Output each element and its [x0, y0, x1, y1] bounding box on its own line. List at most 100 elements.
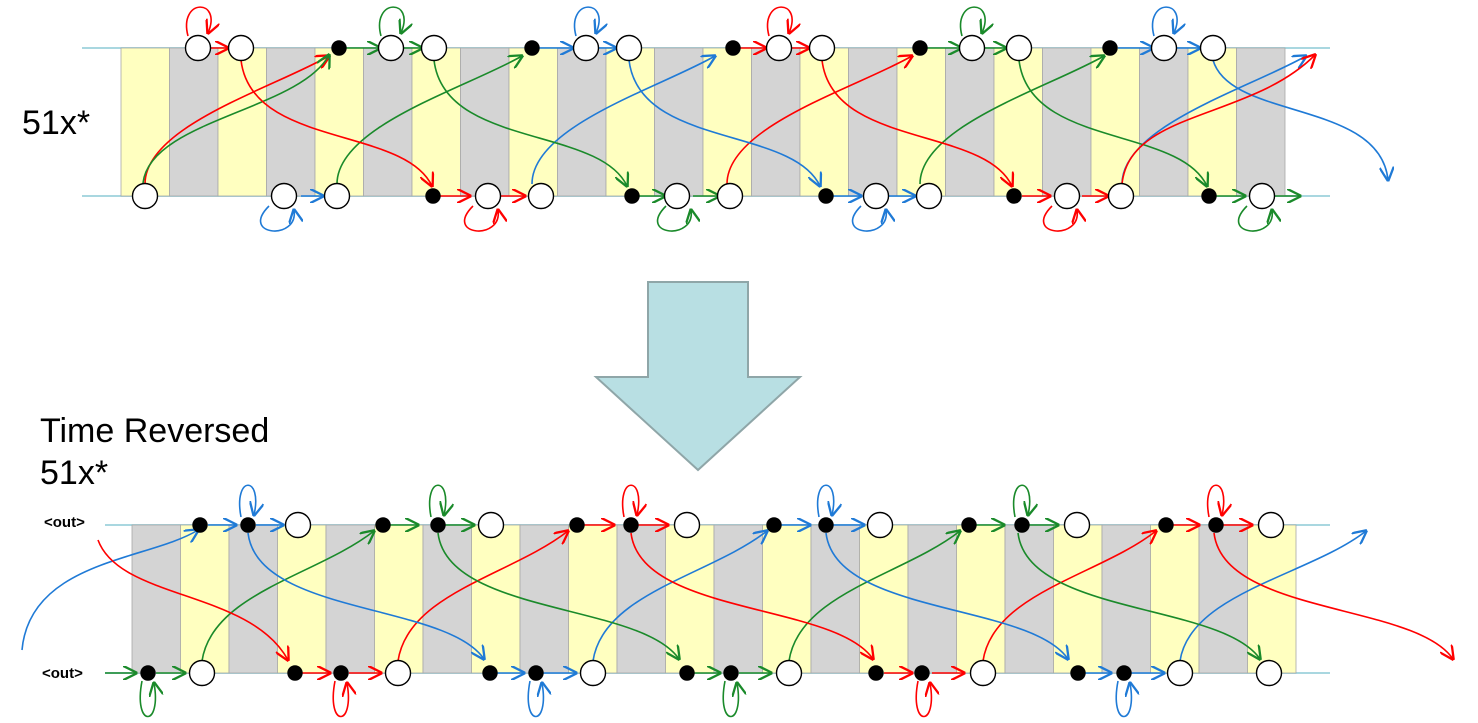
top-band-gray [169, 47, 219, 197]
top-arrow-r [726, 56, 912, 185]
bottom-arrow-g [1012, 484, 1030, 517]
top-state-filled [818, 188, 834, 204]
bottom-state-filled [375, 517, 391, 533]
bottom-arrow-b [816, 484, 834, 517]
top-state-open [270, 182, 298, 210]
bottom-state-filled [818, 517, 834, 533]
bottom-arrow-g [788, 531, 960, 662]
bottom-state-filled [623, 517, 639, 533]
top-band-yellow [993, 47, 1043, 197]
bottom-state-filled [961, 517, 977, 533]
bottom-state-filled [482, 665, 498, 681]
bottom-band-yellow [1150, 524, 1200, 674]
top-strip-nodes [131, 34, 1276, 210]
bottom-state-filled [1158, 517, 1174, 533]
bottom-state-filled [766, 517, 782, 533]
bottom-strip-nodes [140, 511, 1285, 687]
top-arrow-r [1121, 55, 1315, 185]
bottom-state-open [1166, 659, 1194, 687]
top-arrow-g [433, 59, 627, 186]
bottom-state-filled [1116, 665, 1132, 681]
top-arrow-b [259, 205, 295, 232]
bottom-band-gray [713, 524, 763, 674]
top-band-gray [848, 47, 898, 197]
top-state-open [1150, 34, 1178, 62]
bottom-state-filled [192, 517, 208, 533]
top-arrow-b [573, 6, 600, 36]
bottom-arrow-r [621, 484, 639, 517]
bottom-arrow-g [437, 532, 679, 659]
bottom-arrow-r [630, 532, 873, 659]
top-state-open [615, 34, 643, 62]
top-band-yellow [702, 47, 752, 197]
bottom-arrow-g [722, 681, 738, 718]
bottom-strip [21, 484, 1453, 718]
bottom-state-open [673, 511, 701, 539]
bottom-arrow-g [201, 531, 374, 662]
top-state-open [184, 34, 212, 62]
bottom-state-open [866, 511, 894, 539]
top-band-yellow [314, 47, 364, 197]
bottom-state-open [477, 511, 505, 539]
bottom-state-filled [914, 665, 930, 681]
bottom-band-gray [1004, 524, 1054, 674]
bottom-band-yellow [762, 524, 812, 674]
bottom-band-gray [422, 524, 472, 674]
top-band-gray [1042, 47, 1092, 197]
out-label-upper: <out> [44, 514, 85, 531]
top-state-filled [1006, 188, 1022, 204]
bottom-arrow-r [332, 681, 348, 718]
top-arrow-b [1212, 59, 1388, 180]
top-state-filled [725, 40, 741, 56]
top-band-gray [751, 47, 801, 197]
top-state-open [1248, 182, 1276, 210]
bottom-arrow-r [397, 531, 568, 662]
top-state-open [765, 34, 793, 62]
top-state-open [227, 34, 255, 62]
top-state-open [1107, 182, 1135, 210]
top-state-open [862, 182, 890, 210]
bottom-arrow-r [915, 681, 931, 718]
top-strip-bands [120, 47, 1286, 197]
top-band-yellow [896, 47, 946, 197]
bottom-arrow-r [97, 539, 288, 660]
bottom-state-filled [1014, 517, 1030, 533]
bottom-band-gray [1101, 524, 1151, 674]
top-state-filled [1201, 188, 1217, 204]
bottom-strip-curves [21, 484, 1453, 718]
top-state-open [958, 34, 986, 62]
top-state-open [915, 182, 943, 210]
bottom-arrow-r [982, 531, 1156, 662]
top-band-yellow [217, 47, 267, 197]
bottom-state-filled [140, 665, 156, 681]
bottom-state-open [775, 659, 803, 687]
top-state-open [1199, 34, 1227, 62]
bottom-state-filled [333, 665, 349, 681]
top-state-filled [331, 40, 347, 56]
top-band-gray [1139, 47, 1189, 197]
top-arrow-r [463, 205, 499, 232]
bottom-state-filled [723, 665, 739, 681]
bottom-band-yellow [471, 524, 521, 674]
top-band-yellow [1187, 47, 1237, 197]
top-state-open [572, 34, 600, 62]
top-state-open [420, 34, 448, 62]
bottom-state-filled [569, 517, 585, 533]
top-band-gray [266, 47, 316, 197]
bottom-state-open [384, 659, 412, 687]
bottom-band-yellow [277, 524, 327, 674]
top-strip-label: 51x* [22, 104, 90, 142]
bottom-state-filled [287, 665, 303, 681]
bottom-band-gray [131, 524, 181, 674]
bottom-band-yellow [956, 524, 1006, 674]
bottom-band-gray [519, 524, 569, 674]
top-band-yellow [605, 47, 655, 197]
bottom-state-open [969, 659, 997, 687]
top-arrow-r [240, 59, 432, 186]
top-state-open [527, 182, 555, 210]
top-arrow-b [628, 59, 820, 186]
bottom-band-gray [1198, 524, 1248, 674]
bottom-state-open [284, 511, 312, 539]
bottom-arrow-g [1017, 532, 1260, 659]
